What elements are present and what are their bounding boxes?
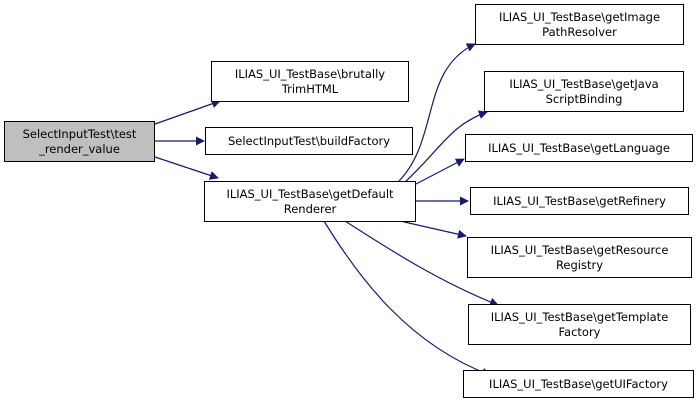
node-get-ui-factory[interactable]: ILIAS_UI_TestBase\getUIFactory [463, 370, 694, 398]
node-get-refinery[interactable]: ILIAS_UI_TestBase\getRefinery [470, 187, 689, 215]
node-label: ILIAS_UI_TestBase\getImage PathResolver [498, 9, 661, 39]
edge-to-get-language [415, 158, 465, 185]
edge-to-get-ui-factory [323, 220, 491, 377]
node-label: ILIAS_UI_TestBase\getTemplate Factory [490, 309, 669, 339]
node-brutally-trim-html[interactable]: ILIAS_UI_TestBase\brutally TrimHTML [211, 61, 409, 102]
node-select-input-test-render-value[interactable]: SelectInputTest\test _render_value [4, 121, 155, 162]
edge-to-get-image-path-resolver [397, 43, 476, 183]
node-label: ILIAS_UI_TestBase\getResource Registry [490, 242, 669, 272]
node-label: SelectInputTest\buildFactory [227, 133, 391, 148]
node-get-default-renderer[interactable]: ILIAS_UI_TestBase\getDefault Renderer [204, 181, 416, 222]
node-label: ILIAS_UI_TestBase\getRefinery [493, 193, 666, 208]
node-label: ILIAS_UI_TestBase\getUIFactory [489, 376, 668, 391]
edge-to-get-javascript-binding [404, 110, 488, 183]
node-get-template-factory[interactable]: ILIAS_UI_TestBase\getTemplate Factory [468, 304, 691, 345]
node-label: ILIAS_UI_TestBase\brutally TrimHTML [234, 66, 386, 96]
node-build-factory[interactable]: SelectInputTest\buildFactory [205, 127, 413, 155]
node-get-resource-registry[interactable]: ILIAS_UI_TestBase\getResource Registry [467, 237, 692, 278]
node-get-language[interactable]: ILIAS_UI_TestBase\getLanguage [465, 134, 693, 162]
node-get-image-path-resolver[interactable]: ILIAS_UI_TestBase\getImage PathResolver [475, 4, 684, 45]
node-label: ILIAS_UI_TestBase\getDefault Renderer [226, 186, 394, 216]
edge-root-to-get-default-renderer [154, 156, 219, 180]
edge-to-get-resource-registry [399, 220, 467, 239]
node-label: ILIAS_UI_TestBase\getLanguage [488, 140, 670, 155]
node-label: ILIAS_UI_TestBase\getJava ScriptBinding [509, 76, 659, 106]
edge-root-to-brutally-trim-html [154, 99, 221, 125]
node-get-javascript-binding[interactable]: ILIAS_UI_TestBase\getJava ScriptBinding [484, 71, 684, 112]
edge-to-get-template-factory [344, 220, 499, 307]
node-label: SelectInputTest\test _render_value [22, 126, 137, 156]
